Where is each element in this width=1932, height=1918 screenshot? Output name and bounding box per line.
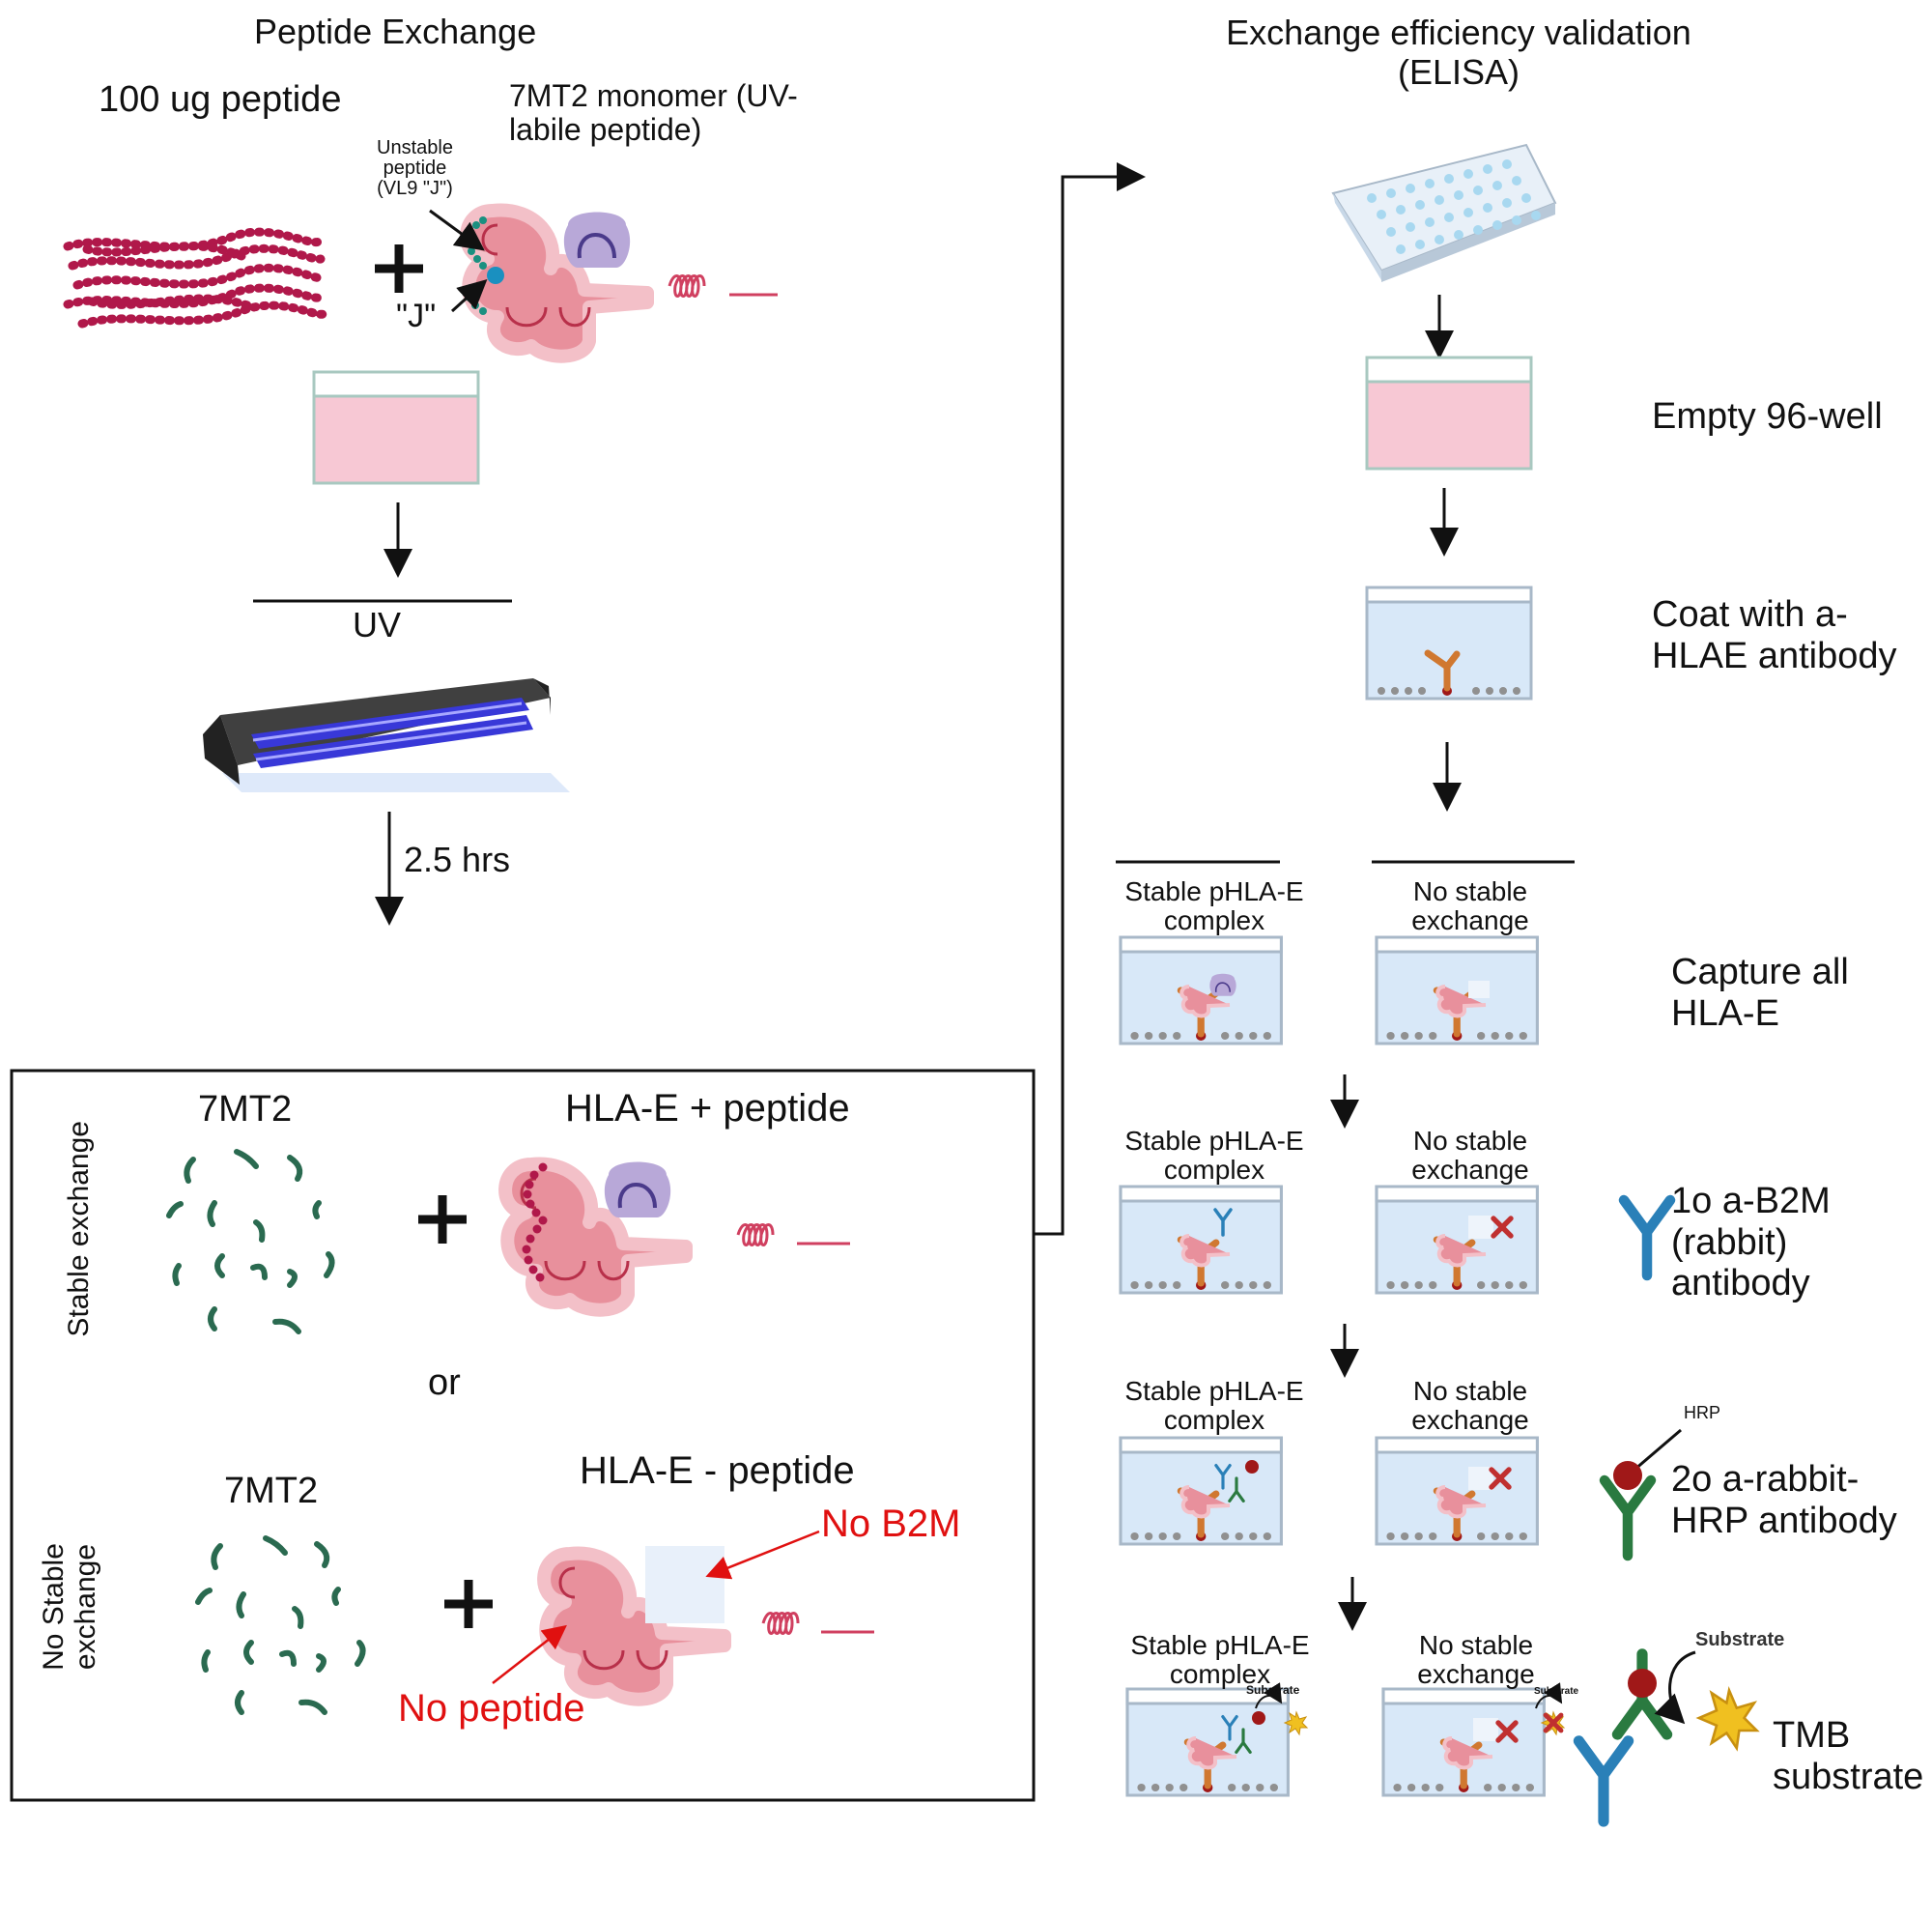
- tmb-well-nostable-icon: [1383, 1682, 1565, 1795]
- peptide-amount-label: 100 ug peptide: [99, 79, 342, 120]
- plus-sign-1: [375, 244, 423, 293]
- step-capture-label: Capture all HLA-E: [1671, 952, 1849, 1034]
- hla-without-peptide-icon: [544, 1546, 874, 1700]
- col-stable-label-2: Stable pHLA-E complex: [1124, 1126, 1304, 1186]
- duration-label: 2.5 hrs: [404, 840, 511, 879]
- stable-exchange-side-label: Stable exchange: [63, 1121, 96, 1337]
- substrate-label: Substrate: [1695, 1629, 1785, 1650]
- exchange-outcome-box: [10, 1069, 1036, 1802]
- step-empty-label: Empty 96-well: [1652, 396, 1883, 437]
- nostable-hla-label: HLA-E - peptide: [580, 1449, 855, 1492]
- uv-lamp-icon: [203, 678, 570, 792]
- no-b2m-label: No B2M: [821, 1503, 961, 1545]
- j-label: "J": [396, 298, 437, 334]
- step-coat-label: Coat with a- HLAE antibody: [1652, 594, 1897, 676]
- coated-well-icon: [1365, 586, 1533, 701]
- col-stable-label-4: Stable pHLA-E complex: [1130, 1630, 1310, 1690]
- substrate-small-label-stable: Substrate: [1246, 1683, 1300, 1697]
- crescents-nostable-icon: [195, 1535, 366, 1715]
- reaction-beaker-icon: [312, 370, 480, 485]
- col-nostable-label-4: No stable exchange: [1417, 1630, 1535, 1690]
- elisa-title: Exchange efficiency validation (ELISA): [1226, 13, 1691, 93]
- monomer-complex-icon: [466, 211, 778, 357]
- stable-7mt2-label: 7MT2: [198, 1089, 293, 1130]
- crescents-stable-icon: [166, 1149, 335, 1334]
- or-label: or: [428, 1362, 461, 1403]
- step-secondary-label: 2o a-rabbit- HRP antibody: [1671, 1459, 1897, 1541]
- substrate-small-label-nostable: Substrate: [1534, 1686, 1579, 1697]
- primary-well-stable-icon: [1121, 1187, 1281, 1293]
- primary-antibody-icon: [1624, 1200, 1670, 1275]
- step-primary-label: 1o a-B2M (rabbit) antibody: [1671, 1181, 1831, 1304]
- unstable-peptide-label: Unstable peptide (VL9 "J"): [377, 137, 453, 199]
- no-peptide-label: No peptide: [398, 1687, 585, 1730]
- col-stable-label-3: Stable pHLA-E complex: [1124, 1376, 1304, 1436]
- col-nostable-label-2: No stable exchange: [1411, 1126, 1529, 1186]
- nostable-exchange-side-label: No Stable exchange: [38, 1543, 101, 1671]
- capture-well-nostable-icon: [1377, 937, 1537, 1044]
- monomer-label: 7MT2 monomer (UV- labile peptide): [509, 78, 798, 148]
- 96-well-plate-icon: [1331, 143, 1557, 282]
- tmb-well-stable-icon: [1127, 1682, 1308, 1795]
- stable-hla-label: HLA-E + peptide: [565, 1087, 850, 1130]
- peptide-exchange-title: Peptide Exchange: [254, 12, 537, 51]
- step-tmb-label: TMB substrate: [1773, 1715, 1924, 1797]
- col-nostable-label-3: No stable exchange: [1411, 1376, 1529, 1436]
- hla-with-peptide-icon: [505, 1162, 850, 1310]
- secondary-antibody-icon: [1605, 1428, 1682, 1556]
- secondary-well-nostable-icon: [1377, 1438, 1537, 1544]
- primary-well-nostable-icon: [1377, 1187, 1537, 1293]
- uv-label: UV: [353, 605, 402, 644]
- empty-well-icon: [1365, 356, 1533, 471]
- col-nostable-label-1: No stable exchange: [1411, 876, 1529, 936]
- col-stable-label-1: Stable pHLA-E complex: [1124, 876, 1304, 936]
- nostable-7mt2-label: 7MT2: [224, 1471, 319, 1511]
- hrp-label: HRP: [1684, 1403, 1721, 1422]
- secondary-well-stable-icon: [1121, 1438, 1281, 1544]
- capture-well-stable-icon: [1121, 937, 1281, 1044]
- peptide-chains-icon: [63, 227, 328, 329]
- tmb-antibody-icon: [1578, 1652, 1758, 1821]
